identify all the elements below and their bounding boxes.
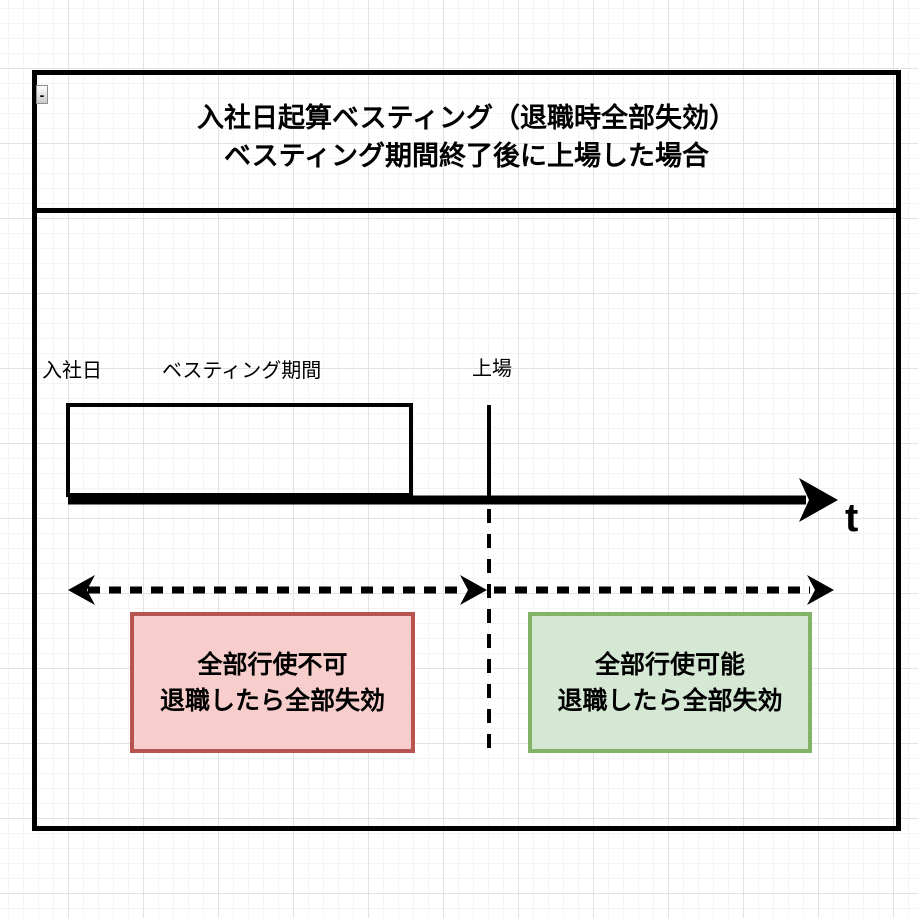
collapse-group-button[interactable]: - xyxy=(36,85,48,104)
vesting-period-label[interactable]: ベスティング期間 xyxy=(162,360,322,382)
post-ipo-status-line2: 退職したら全部失効 xyxy=(557,686,783,715)
pre-ipo-status-line2: 退職したら全部失効 xyxy=(159,686,385,715)
title-band-divider xyxy=(32,208,901,213)
ipo-label[interactable]: 上場 xyxy=(472,358,512,380)
post-ipo-status-line1: 全部行使可能 xyxy=(594,650,745,679)
minus-icon: - xyxy=(39,86,45,103)
diagram-title-line1: 入社日起算ベスティング（退職時全部失効） xyxy=(197,103,736,133)
diagram-title[interactable]: 入社日起算ベスティング（退職時全部失効） ベスティング期間終了後に上場した場合 xyxy=(32,99,901,175)
diagram-title-line2: ベスティング期間終了後に上場した場合 xyxy=(224,141,709,171)
post-ipo-status-box[interactable]: 全部行使可能 退職したら全部失効 xyxy=(528,612,812,753)
time-axis-label[interactable]: t xyxy=(845,496,859,540)
vesting-period-box[interactable] xyxy=(66,403,413,497)
group-container-frame[interactable] xyxy=(32,70,901,831)
pre-ipo-status-box[interactable]: 全部行使不可 退職したら全部失効 xyxy=(130,612,415,753)
pre-ipo-status-line1: 全部行使不可 xyxy=(197,650,348,679)
join-date-label[interactable]: 入社日 xyxy=(42,360,102,382)
